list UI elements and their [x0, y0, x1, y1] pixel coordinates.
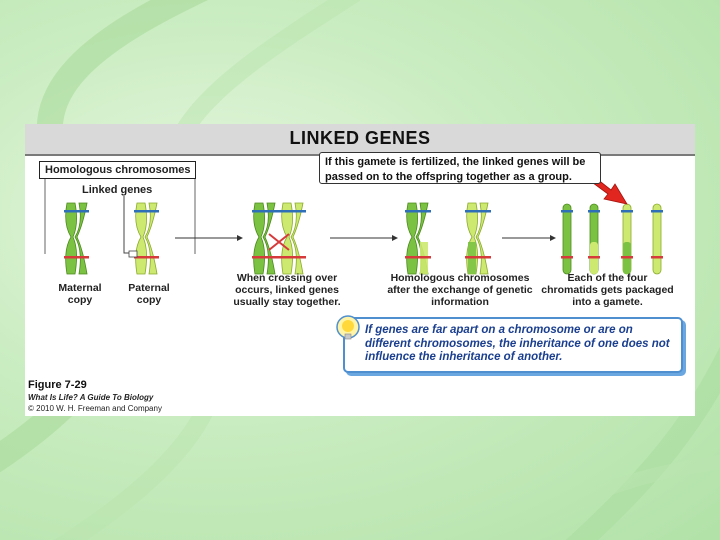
paternal-chromosome — [134, 202, 159, 275]
book-title: What Is Life? A Guide To Biology — [28, 393, 154, 402]
crossing-over-chromosomes — [252, 202, 306, 275]
linked-genes-pointer — [123, 196, 131, 254]
linked-genes-label: Linked genes — [82, 184, 153, 196]
fertilization-callout: If this gamete is fertilized, the linked… — [319, 152, 601, 184]
info-callout-text: If genes are far apart on a chromosome o… — [365, 324, 670, 363]
copyright: © 2010 W. H. Freeman and Company — [28, 404, 162, 413]
info-callout: If genes are far apart on a chromosome o… — [336, 315, 683, 373]
maternal-caption: Maternal copy — [58, 282, 102, 306]
figure-number: Figure 7-29 — [28, 379, 87, 391]
linked-genes-figure: LINKED GENES — [25, 124, 695, 416]
crossing-over-caption: When crossing over occurs, linked genes … — [233, 272, 341, 308]
gamete-chromatids — [561, 203, 663, 275]
paternal-caption: Paternal copy — [128, 282, 170, 306]
arrow-2 — [330, 235, 398, 241]
chromosome-diagram — [44, 173, 663, 275]
figure-title: LINKED GENES — [289, 128, 431, 148]
homologous-chromosomes-label: Homologous chromosomes — [39, 161, 197, 179]
maternal-chromosome — [64, 202, 89, 275]
gamete-caption: Each of the four chromatids gets package… — [541, 272, 674, 308]
arrow-1 — [175, 235, 243, 241]
exchanged-chromosomes — [405, 202, 491, 275]
arrow-3 — [502, 235, 556, 241]
title-bar: LINKED GENES — [25, 124, 695, 156]
exchange-caption: Homologous chromosomes after the exchang… — [387, 272, 533, 308]
lightbulb-icon — [336, 315, 360, 340]
